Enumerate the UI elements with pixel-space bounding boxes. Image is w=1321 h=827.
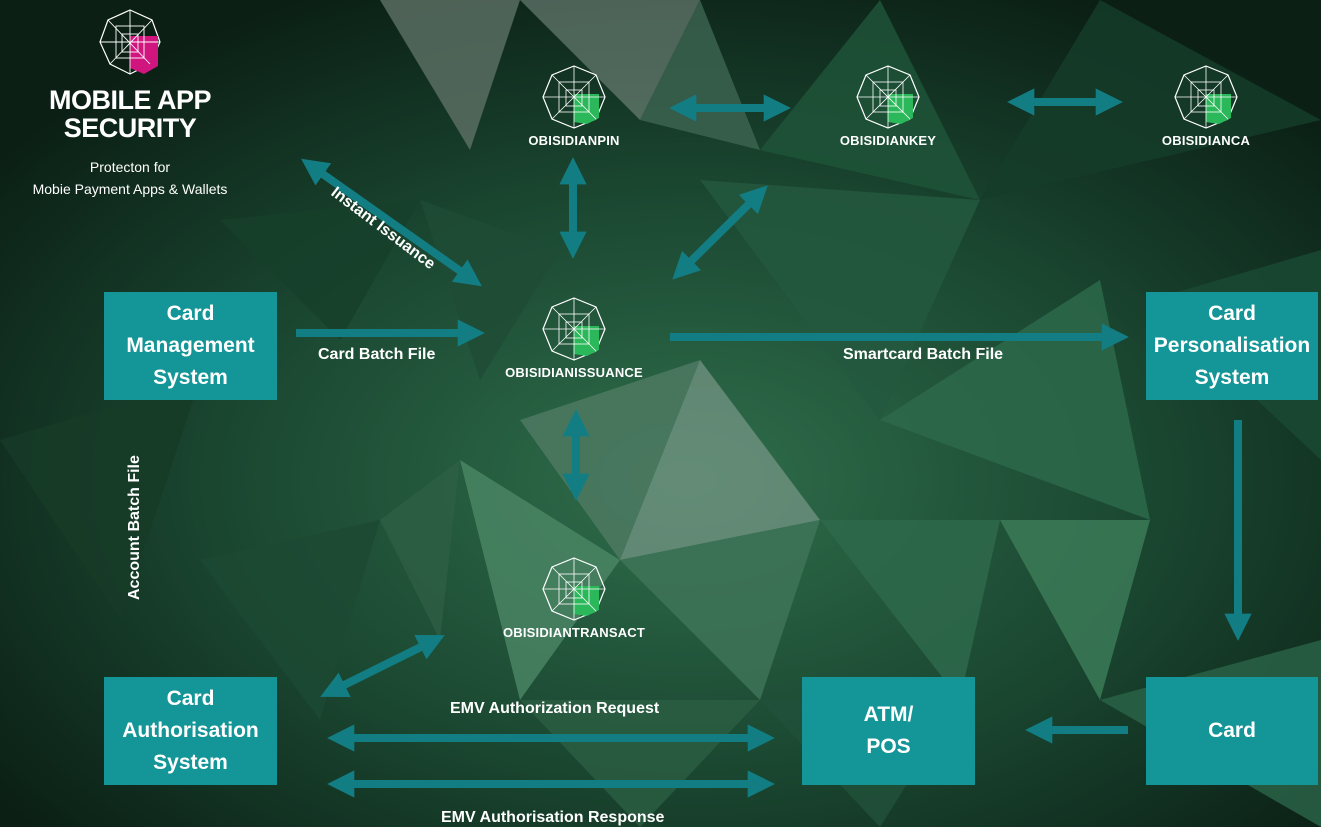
arrow-instant-issuance xyxy=(301,158,482,287)
node-obisidianpin: OBISIDIANPIN xyxy=(508,64,640,148)
box-card-management-system: Card Management System xyxy=(104,292,277,400)
arrow-key-issuance xyxy=(672,185,768,280)
label-card-batch-file: Card Batch File xyxy=(318,346,436,363)
brand-title-line2: SECURITY xyxy=(63,113,197,143)
box-line: System xyxy=(153,751,228,774)
node-label-transact: OBISIDIANTRANSACT xyxy=(502,625,646,640)
box-line: Card xyxy=(166,302,215,325)
box-line: ATM/ xyxy=(863,703,914,726)
node-label-key: OBISIDIANKEY xyxy=(839,133,937,148)
node-obisidiankey: OBISIDIANKEY xyxy=(822,64,954,148)
box-line: Authorisation xyxy=(122,719,259,742)
obisidian-node-icon xyxy=(542,557,606,621)
node-label-ca: OBISIDIANCA xyxy=(1161,133,1251,148)
box-line: Card xyxy=(166,687,215,710)
obisidian-node-icon xyxy=(542,297,606,361)
obisidian-node-icon xyxy=(1174,65,1238,129)
brand-subtitle-line2: Mobie Payment Apps & Wallets xyxy=(32,181,228,197)
mobile-app-security-logo-icon xyxy=(99,9,161,75)
brand-block: MOBILE APP SECURITY Protecton for Mobie … xyxy=(0,8,260,200)
box-line: POS xyxy=(866,735,911,758)
arrow-transact-authorisation xyxy=(320,635,445,697)
brand-subtitle-line1: Protecton for xyxy=(89,159,171,175)
box-line: System xyxy=(1194,366,1270,389)
box-card: Card xyxy=(1146,677,1318,785)
brand-title-line1: MOBILE APP xyxy=(48,85,212,115)
node-obisidiantransact: OBISIDIANTRANSACT xyxy=(492,556,656,640)
node-obisidianca: OBISIDIANCA xyxy=(1140,64,1272,148)
box-line: Management xyxy=(126,334,255,357)
box-card-authorisation-system: Card Authorisation System xyxy=(104,677,277,785)
box-line: Card xyxy=(1208,719,1256,742)
box-atm-pos: ATM/ POS xyxy=(802,677,975,785)
box-line: Card xyxy=(1208,302,1256,325)
obisidian-node-icon xyxy=(542,65,606,129)
label-emv-response: EMV Authorisation Response xyxy=(441,809,665,826)
box-line: System xyxy=(153,366,228,389)
node-label-issuance: OBISIDIANISSUANCE xyxy=(505,365,643,380)
node-label-pin: OBISIDIANPIN xyxy=(528,133,620,148)
node-obisidianissuance: OBISIDIANISSUANCE xyxy=(492,296,656,380)
box-line: Personalisation xyxy=(1153,334,1311,357)
label-emv-request: EMV Authorization Request xyxy=(450,700,660,717)
label-smartcard-batch-file: Smartcard Batch File xyxy=(843,346,1004,363)
label-account-batch-file: Account Batch File xyxy=(126,455,143,600)
box-card-personalisation-system: Card Personalisation System xyxy=(1146,292,1318,400)
obisidian-node-icon xyxy=(856,65,920,129)
